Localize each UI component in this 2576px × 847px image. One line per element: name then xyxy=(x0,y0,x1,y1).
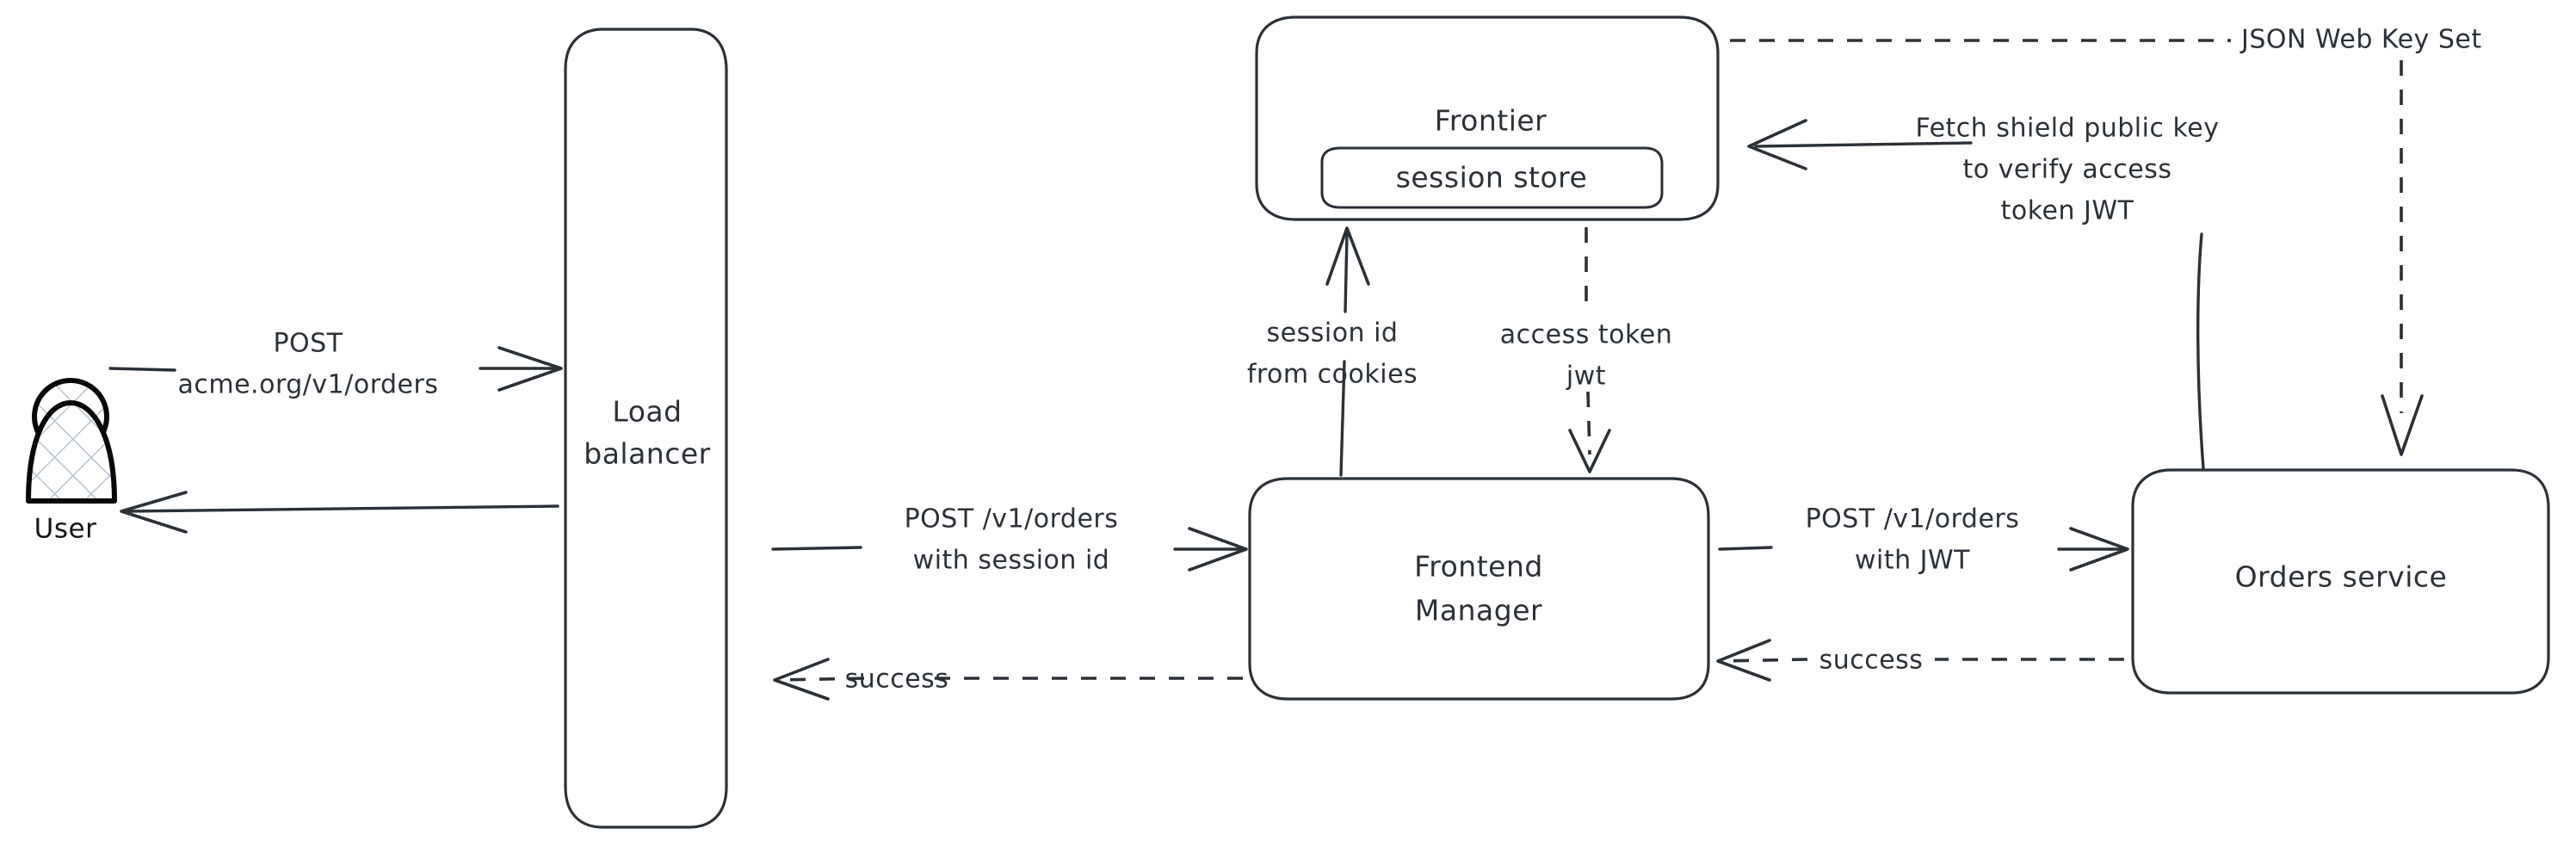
edge-frontier-to-fm-arrowhead xyxy=(1568,429,1611,473)
edge-frontend-manager-to-lb: success xyxy=(773,658,1243,701)
session-store-shape xyxy=(1320,146,1664,209)
edge-frontier-to-fm-label-line2: jwt xyxy=(1566,362,1606,392)
edge-user-to-lb-label-line2: acme.org/v1/orders xyxy=(178,370,439,400)
frontend-manager-label-line2: Manager xyxy=(1415,594,1542,628)
edge-fm-to-lb-dash-left xyxy=(778,677,865,682)
frontier-label: Frontier xyxy=(1435,104,1547,138)
frontend-manager-shape xyxy=(1248,477,1710,701)
edge-lb-to-fm-label-line2: with session id xyxy=(913,546,1110,576)
node-frontier[interactable]: Frontier session store xyxy=(1255,15,1720,221)
edge-frontier-to-orders: JSON Web Key Set xyxy=(1730,25,2482,456)
edge-fm-to-orders-label-line1: POST /v1/orders xyxy=(1806,504,2020,535)
user-label: User xyxy=(34,514,97,545)
edge-orders-to-frontier-line xyxy=(1754,141,1973,148)
edge-frontier-to-frontend-manager: access token jwt xyxy=(1500,227,1673,473)
node-orders-service[interactable]: Orders service xyxy=(2131,468,2550,695)
edge-frontend-manager-to-frontier: session id from cookies xyxy=(1247,226,1418,477)
edge-frontend-manager-to-orders: POST /v1/orders with JWT xyxy=(1718,504,2129,576)
edge-lb-to-fm-line-left xyxy=(771,546,862,551)
edge-orders-to-frontier: Fetch shield public key to verify access… xyxy=(1747,114,2219,470)
user-actor: User xyxy=(26,378,117,545)
edge-orders-to-frontier-label-line1: Fetch shield public key xyxy=(1915,114,2219,144)
edge-orders-to-frontier-label-line2: to verify access xyxy=(1963,155,2172,185)
edge-lb-to-user-arrowhead xyxy=(120,491,188,534)
edge-orders-to-fm-dash-left xyxy=(1720,658,1808,663)
edge-lb-to-user-line xyxy=(124,504,559,513)
edge-frontier-to-orders-label: JSON Web Key Set xyxy=(2239,25,2482,55)
user-body-icon xyxy=(26,400,117,504)
load-balancer-shape xyxy=(564,28,728,829)
edge-user-to-lb-label-line1: POST xyxy=(273,329,343,359)
orders-service-label: Orders service xyxy=(2235,560,2448,594)
orders-service-shape xyxy=(2131,468,2550,695)
edge-load-balancer-to-user xyxy=(120,491,559,534)
edge-frontier-to-fm-dash-lower xyxy=(1586,391,1591,455)
load-balancer-label-line1: Load xyxy=(612,395,682,429)
node-frontend-manager[interactable]: Frontend Manager xyxy=(1248,477,1710,701)
edge-user-to-lb-arrowhead xyxy=(497,346,563,392)
frontend-manager-label-line1: Frontend xyxy=(1414,550,1543,584)
edge-fm-to-frontier-label-line1: session id xyxy=(1267,318,1399,349)
edge-fm-to-orders-line-left xyxy=(1718,546,1773,551)
edge-orders-to-frontier-arrowhead xyxy=(1747,119,1807,170)
node-load-balancer[interactable]: Load balancer xyxy=(564,28,728,829)
edge-lb-to-fm-arrowhead xyxy=(1188,527,1248,572)
edge-orders-to-frontend-manager: success xyxy=(1716,639,2124,682)
edge-fm-to-lb-arrowhead xyxy=(773,658,830,701)
edge-frontier-to-orders-arrowhead xyxy=(2381,394,2424,456)
edge-fm-to-frontier-line-lower xyxy=(1339,360,1346,477)
edge-fm-to-frontier-label-line2: from cookies xyxy=(1247,360,1418,390)
edge-lb-to-fm-label-line1: POST /v1/orders xyxy=(905,504,1119,535)
edge-lb-to-frontend-manager: POST /v1/orders with session id xyxy=(771,504,1248,576)
edge-fm-to-orders-arrowhead xyxy=(2069,527,2129,572)
user-body-fill xyxy=(28,403,114,501)
edge-orders-to-fm-label: success xyxy=(1819,646,1924,676)
edge-fm-to-orders-label-line2: with JWT xyxy=(1855,546,1970,576)
edge-fm-to-lb-label: success xyxy=(845,665,949,695)
node-session-store[interactable]: session store xyxy=(1320,146,1664,209)
edge-orders-to-frontier-label-line3: token JWT xyxy=(2001,196,2134,226)
edge-frontier-to-fm-label-line1: access token xyxy=(1500,320,1673,350)
edge-user-to-lb-line xyxy=(108,367,176,372)
session-store-label: session store xyxy=(1396,161,1588,195)
edge-user-to-load-balancer: POST acme.org/v1/orders xyxy=(108,329,563,400)
edge-fm-to-frontier-arrowhead xyxy=(1325,226,1370,286)
edge-orders-to-frontier-curve xyxy=(2196,232,2205,470)
load-balancer-label-line2: balancer xyxy=(584,437,711,471)
edge-fm-to-frontier-line-upper xyxy=(1344,232,1349,313)
edge-orders-to-fm-arrowhead xyxy=(1716,639,1771,682)
